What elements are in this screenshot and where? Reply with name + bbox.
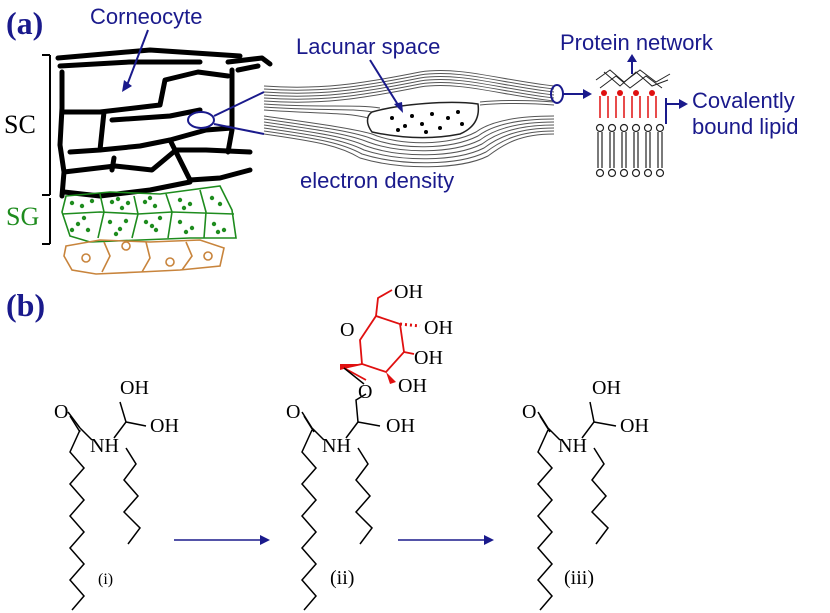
glucose-wedge-1: [340, 364, 362, 370]
glucose-link: [343, 367, 365, 385]
mol-iii-oh1: OH: [592, 377, 621, 399]
sg-label: SG: [6, 202, 39, 231]
cov-label-1: Covalently: [692, 88, 795, 113]
sg-bracket: [42, 198, 51, 245]
mol-iii-nh: NH: [558, 435, 587, 457]
reaction-arrowhead-2: [484, 535, 494, 545]
cov-arrowhead: [679, 99, 688, 109]
covalent-heads: [601, 90, 655, 96]
sc-label: SC: [4, 110, 36, 139]
granule-dots: [69, 195, 227, 237]
lacunar-arrowhead: [394, 102, 403, 113]
cov-label-2: bound lipid: [692, 114, 798, 139]
sugar-oh-2: OH: [424, 317, 453, 339]
protein-arrowhead: [627, 54, 637, 62]
panel-b-label: (b): [6, 287, 45, 323]
glucose-wedge-2: [386, 372, 396, 384]
mol-iii-oh2: OH: [620, 415, 649, 437]
panel-a-label: (a): [6, 5, 43, 41]
sc-bracket: [42, 54, 51, 196]
zoom-ellipse-lamellae: [550, 84, 564, 104]
mol-ii-oh: OH: [386, 415, 415, 437]
sugar-oh-1: OH: [394, 281, 423, 303]
lacunar-dots: [390, 110, 464, 134]
molecule-i: [67, 401, 147, 611]
mol-iii-o: O: [522, 401, 536, 423]
covalent-lipids: [599, 96, 657, 118]
lamellar-band: [263, 70, 555, 168]
molecule-ii: [301, 393, 381, 611]
corneocyte-layers: [55, 47, 273, 199]
lacunar-label: Lacunar space: [296, 34, 440, 59]
lacunar-pocket: [366, 101, 480, 139]
granular-cells: [61, 185, 237, 243]
sugar-oh-3: OH: [414, 347, 443, 369]
glucose-ring: [341, 289, 421, 381]
zoom-line-top: [213, 91, 265, 117]
mol-i-o: O: [54, 401, 68, 423]
mol-i-oh2: OH: [150, 415, 179, 437]
lacunar-pointer: [369, 59, 401, 109]
molecule-iii: [537, 401, 617, 611]
protein-network: [595, 69, 671, 89]
electron-label: electron density: [300, 168, 454, 193]
sugar-ring-o: O: [340, 319, 354, 341]
basal-cells: [63, 239, 225, 275]
reaction-arrowhead-1: [260, 535, 270, 545]
mol-ii-o-link: O: [358, 381, 372, 403]
mol-i-nh: NH: [90, 435, 119, 457]
mol-ii-o: O: [286, 401, 300, 423]
zoom-line-bottom: [213, 123, 265, 135]
corneocyte-arrowhead: [122, 80, 132, 92]
sugar-oh-4: OH: [398, 375, 427, 397]
step-i-label: (i): [98, 571, 113, 588]
lipid-bilayer: [595, 123, 665, 178]
step-iii-label: (iii): [564, 567, 594, 589]
zoom-ellipse-sc: [187, 111, 215, 129]
mol-i-oh1: OH: [120, 377, 149, 399]
corneocyte-label: Corneocyte: [90, 4, 203, 29]
protein-label: Protein network: [560, 30, 714, 55]
corneocyte-pointer: [125, 29, 149, 89]
mol-ii-nh: NH: [322, 435, 351, 457]
zoom-arrowhead: [583, 89, 592, 99]
step-ii-label: (ii): [330, 567, 354, 589]
